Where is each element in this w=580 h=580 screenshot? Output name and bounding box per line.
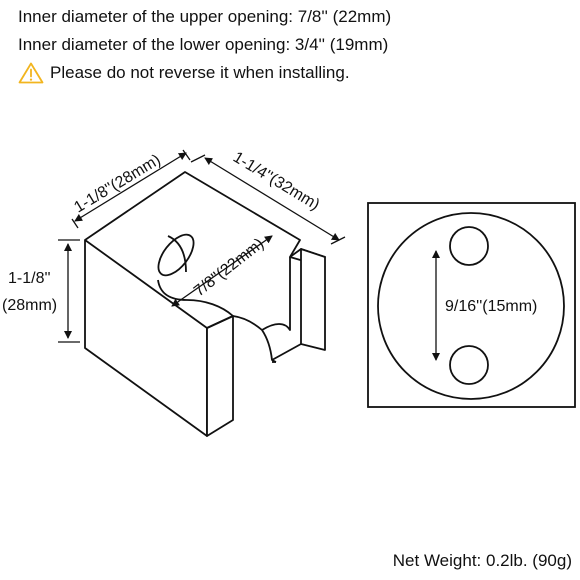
upper-opening-spec: Inner diameter of the upper opening: 7/8… [18,7,392,26]
holder-block [84,171,326,437]
dim-top-side [190,154,346,245]
dim-hole-spacing-label: 9/16''(15mm) [445,298,537,315]
dim-top-front-label: 1-1/8''(28mm) [71,152,163,217]
top-view-hole-lower [449,345,489,385]
holder-left-face [206,315,234,437]
net-weight: Net Weight: 0.2lb. (90g) [392,551,572,570]
install-warning-text: Please do not reverse it when installing… [50,63,350,82]
holder-notch-inner [261,257,291,331]
top-view [367,202,576,408]
dim-height [58,239,80,343]
top-view-hole-upper [449,226,489,266]
top-view-disc [377,212,565,400]
warning-triangle-icon [18,62,44,84]
top-view-frame [367,202,576,408]
holder-right-face [300,248,326,351]
dim-height-label-line1: 1-1/8'' [8,270,51,287]
install-warning: Please do not reverse it when installing… [18,62,350,84]
dim-opening-label: 7/8''(22mm) [191,235,267,300]
lower-opening-spec: Inner diameter of the lower opening: 3/4… [18,35,389,54]
holder-front-face [84,239,208,437]
dim-height-label-line2: (28mm) [2,297,57,314]
dim-top-front [71,149,191,229]
holder-hole [157,233,195,277]
dim-opening [171,235,273,307]
